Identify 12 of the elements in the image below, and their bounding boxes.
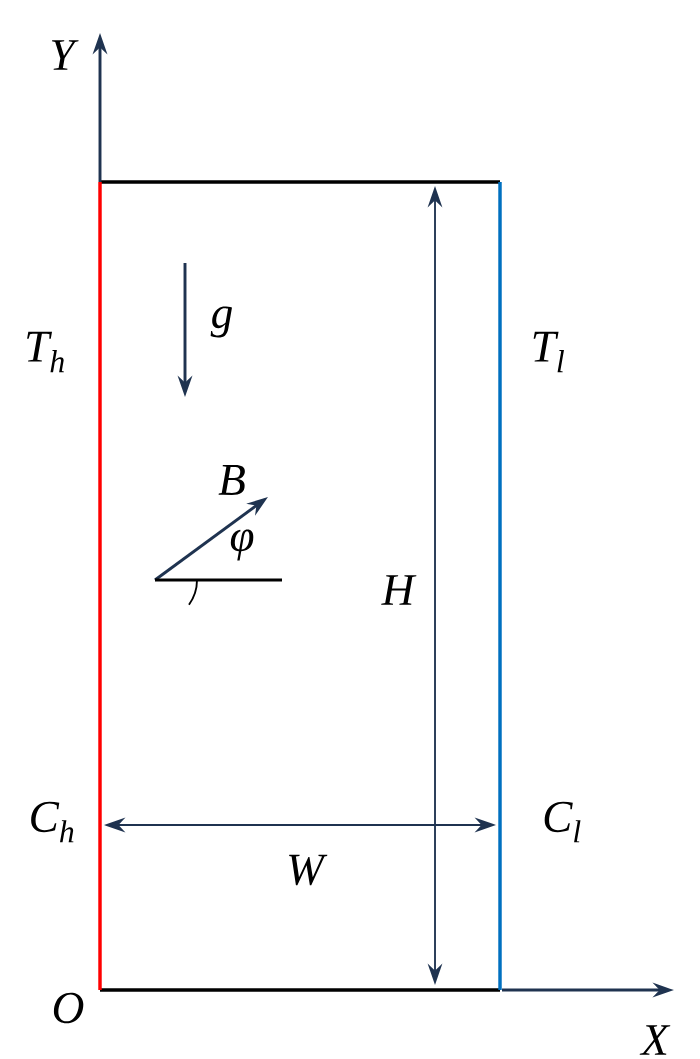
concentration-label: C$_{h}$ bbox=[31, 801, 74, 843]
axis-label: X bbox=[639, 1025, 671, 1055]
gravity-label: g bbox=[210, 306, 232, 338]
dimension-label: W bbox=[289, 854, 328, 886]
temperature-label: T$_{l}$ bbox=[533, 331, 564, 373]
concentration-label: C$_{l}$ bbox=[544, 801, 581, 843]
axis-label: Y bbox=[52, 40, 79, 70]
angle-label: φ bbox=[230, 529, 254, 561]
temperature-label: T$_{h}$ bbox=[27, 331, 64, 373]
origin-label: O bbox=[53, 992, 84, 1024]
field-label: B bbox=[218, 465, 245, 495]
dimension-label: H bbox=[381, 575, 417, 605]
